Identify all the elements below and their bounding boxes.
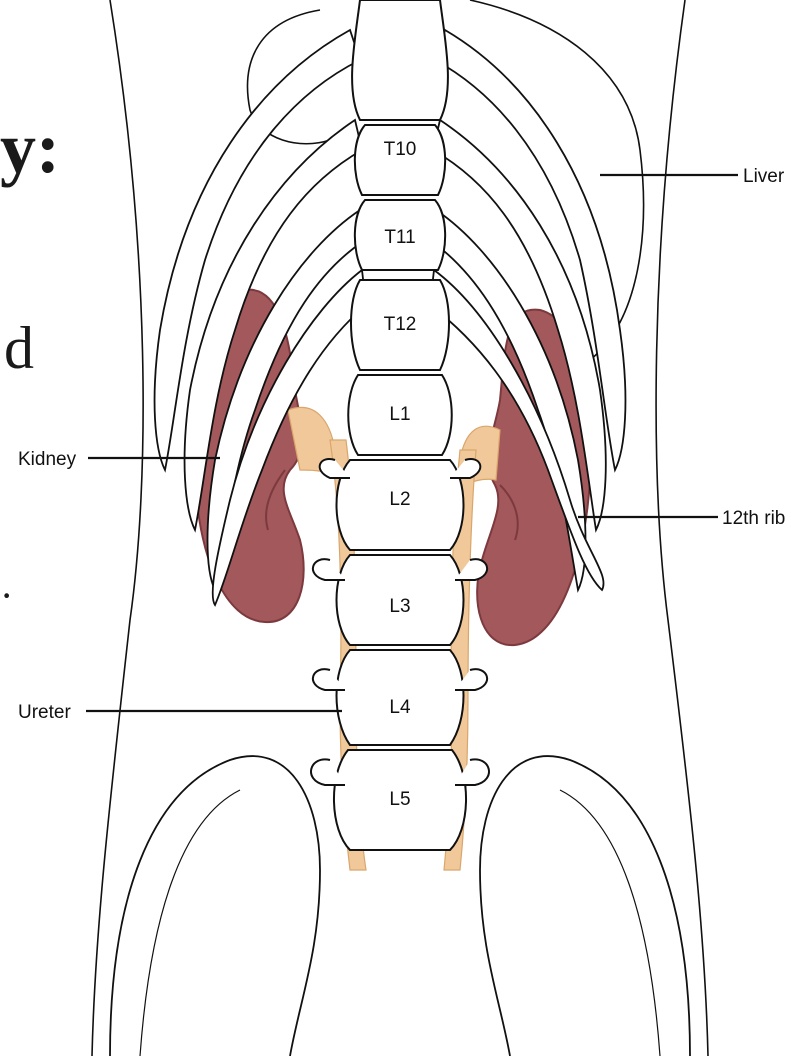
vertebra-label-l2: L2 [389,489,410,510]
vertebra-label-t10: T10 [384,139,417,160]
vertebra-label-l3: L3 [389,596,410,617]
label-rib: 12th rib [722,508,785,529]
label-ureter: Ureter [18,702,71,723]
vertebra-label-l4: L4 [389,697,411,718]
vertebra-label-t12: T12 [384,314,417,335]
label-kidney: Kidney [18,449,77,470]
vertebra-label-l5: L5 [389,789,410,810]
label-liver: Liver [743,166,785,187]
vertebra-label-t11: T11 [384,227,415,248]
left-iliac-bone [110,756,320,1056]
vertebra-label-l1: L1 [389,404,410,425]
right-iliac-bone [480,756,690,1056]
